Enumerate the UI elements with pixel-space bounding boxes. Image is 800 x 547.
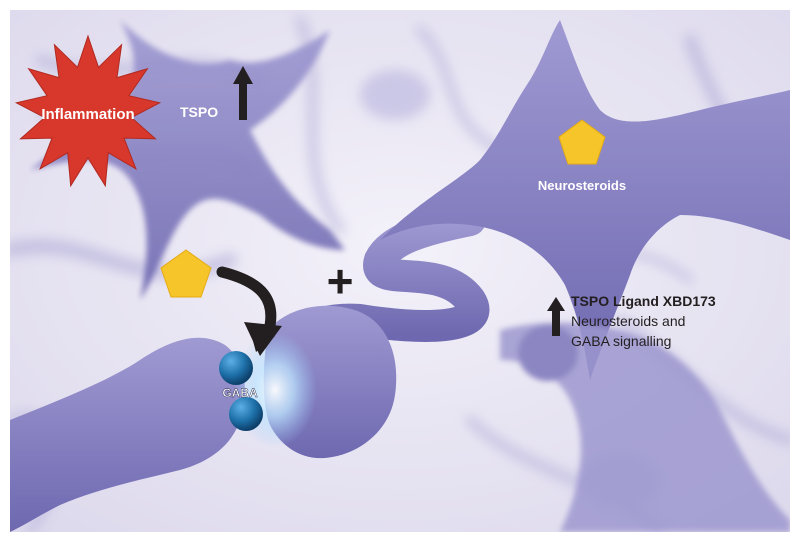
ligand-line-2: GABA signalling bbox=[571, 333, 671, 349]
gaba-molecule-icon bbox=[229, 397, 263, 431]
inflammation-label: Inflammation bbox=[41, 106, 134, 123]
neuron-lower-right bbox=[500, 322, 790, 532]
starburst-icon bbox=[14, 34, 162, 188]
gaba-label: GABA bbox=[222, 386, 258, 400]
up-arrow-icon bbox=[547, 297, 565, 336]
plus-sign: + bbox=[327, 255, 354, 307]
tspo-label: TSPO bbox=[180, 104, 218, 120]
neuron-right bbox=[380, 20, 790, 380]
curved-arrow-icon bbox=[216, 266, 282, 356]
neuron-upper-left bbox=[30, 20, 345, 300]
neuron-lower-left bbox=[10, 337, 245, 532]
pentagon-icon bbox=[160, 249, 212, 298]
ligand-line-1: Neurosteroids and bbox=[571, 313, 685, 329]
pentagon-icon bbox=[558, 119, 606, 165]
up-arrow-icon bbox=[233, 66, 253, 120]
neurosteroids-label: Neurosteroids bbox=[538, 178, 626, 193]
ligand-title: TSPO Ligand XBD173 bbox=[571, 293, 716, 309]
gaba-molecule-icon bbox=[219, 351, 253, 385]
